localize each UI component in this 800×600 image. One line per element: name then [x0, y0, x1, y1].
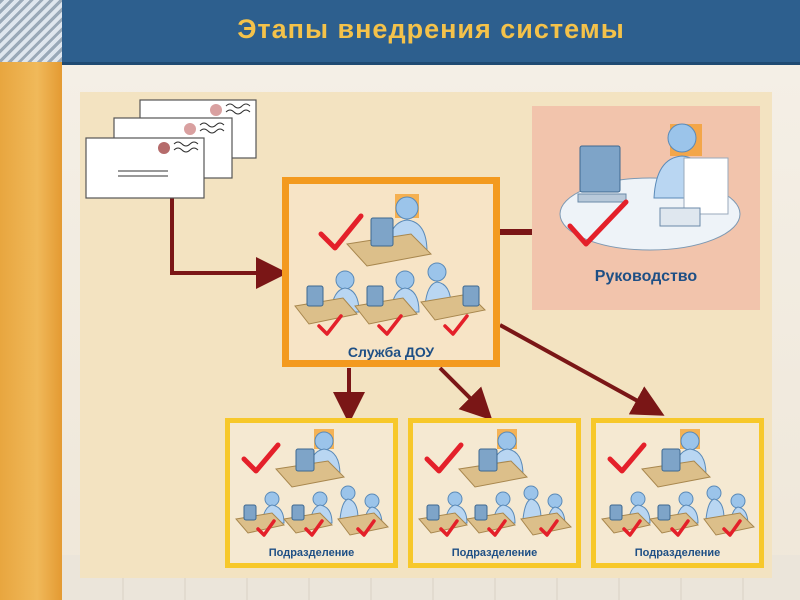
division-staff-illustration	[235, 429, 390, 537]
arrow-envelopes-to-dou	[170, 198, 288, 289]
person-at-desk-icon	[466, 491, 516, 534]
person-at-desk-icon	[294, 270, 360, 336]
envelope-icon	[85, 137, 205, 199]
person-at-desk-icon	[520, 485, 573, 536]
division-node: Подразделение	[225, 418, 398, 568]
slide-title: Этапы внедрения системы	[237, 14, 625, 44]
dou-service-label: Служба ДОУ	[347, 344, 435, 360]
dou-staff-illustration	[294, 194, 487, 336]
person-at-desk-icon	[418, 491, 468, 534]
person-at-desk-icon	[283, 491, 333, 534]
person-at-desk-icon	[318, 194, 433, 267]
division-staff-illustration	[418, 429, 573, 537]
person-at-desk-icon	[649, 491, 699, 534]
person-at-desk-icon	[241, 429, 346, 488]
person-at-desk-icon	[559, 123, 741, 251]
division-label: Подразделение	[268, 547, 355, 559]
person-at-desk-icon	[703, 485, 756, 536]
arrow-dou-to-division-2	[438, 366, 493, 421]
corner-decoration	[0, 0, 62, 62]
division-node: Подразделение	[408, 418, 581, 568]
division-label: Подразделение	[634, 547, 721, 559]
arrow-dou-to-division-3	[499, 323, 665, 416]
envelopes-group	[85, 99, 257, 199]
division-label: Подразделение	[451, 547, 538, 559]
person-at-desk-icon	[337, 485, 390, 536]
person-at-desk-icon	[354, 270, 420, 336]
person-at-desk-icon	[420, 262, 487, 336]
person-at-desk-icon	[607, 429, 712, 488]
left-decorative-strip	[0, 0, 62, 600]
person-at-desk-icon	[424, 429, 529, 488]
division-staff-illustration	[601, 429, 756, 537]
management-label: Руководство	[594, 268, 698, 285]
division-node: Подразделение	[591, 418, 764, 568]
person-at-desk-icon	[235, 491, 285, 534]
management-node: Руководство	[532, 106, 760, 310]
dou-service-node: Служба ДОУ	[282, 177, 500, 367]
person-at-desk-icon	[601, 491, 651, 534]
slide-header: Этапы внедрения системы	[62, 0, 800, 65]
